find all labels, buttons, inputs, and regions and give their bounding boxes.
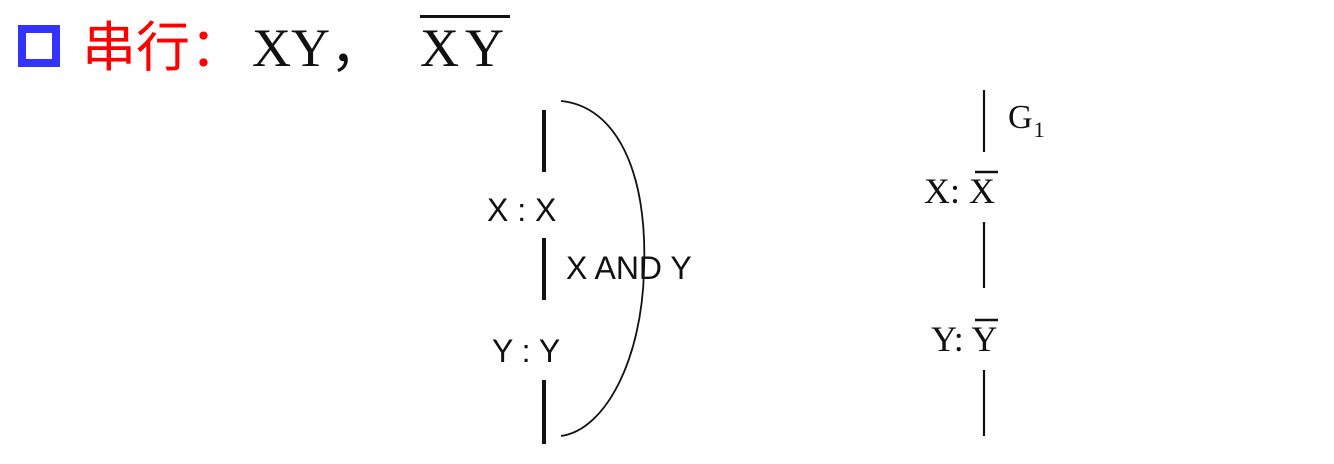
x-bar-var: X — [969, 171, 995, 211]
gate-subscript: 1 — [1034, 117, 1045, 142]
title-x-bar: X — [420, 18, 465, 78]
contact-y-bar-label: Y: Y — [931, 319, 997, 359]
slide-title: 串行 ： XY ， XY — [18, 8, 510, 88]
contact-x-label: X : X — [487, 192, 556, 228]
title-separator: ， — [330, 18, 384, 78]
hollow-square-bullet-icon — [18, 25, 60, 67]
title-term-xy: XY — [252, 18, 330, 78]
title-colon: ： — [190, 16, 244, 79]
series-complement-network: G1 X: X Y: Y — [924, 90, 1045, 436]
and-group-label: X AND Y — [566, 250, 692, 286]
title-term-complement: XY — [420, 21, 510, 75]
title-y-bar: Y — [465, 18, 510, 78]
y-bar-var: Y — [971, 319, 997, 359]
gate-label: G1 — [1008, 99, 1045, 142]
series-and-network: X : X Y : Y X AND Y — [487, 100, 692, 444]
title-label: 串行 — [82, 16, 190, 79]
contact-x-bar-label: X: X — [924, 171, 995, 211]
grouping-brace — [560, 100, 646, 437]
contact-y-label: Y : Y — [492, 333, 560, 369]
